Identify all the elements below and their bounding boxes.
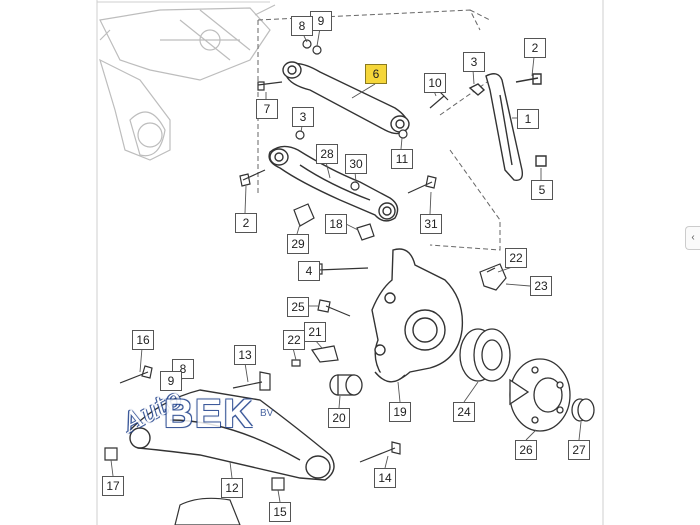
- callout-part-3: 3: [463, 52, 485, 72]
- wheel-knuckle: [371, 248, 464, 383]
- callout-part-3b: 3: [292, 107, 314, 127]
- curved-arm-fasteners: [239, 169, 437, 241]
- upper-arm-fasteners: [257, 39, 449, 140]
- logo-suffix-text: BV: [260, 408, 274, 419]
- callout-part-24: 24: [453, 402, 475, 422]
- lower-fasteners: [104, 263, 507, 525]
- callout-part-23: 23: [530, 276, 552, 296]
- callout-part-31: 31: [420, 214, 442, 234]
- callout-part-29: 29: [287, 234, 309, 254]
- side-panel-toggle[interactable]: ‹: [685, 226, 700, 250]
- callout-part-2b: 2: [235, 213, 257, 233]
- callout-part-13: 13: [234, 345, 256, 365]
- callout-part-21: 21: [304, 322, 326, 342]
- callout-part-25: 25: [287, 297, 309, 317]
- callout-part-17: 17: [102, 476, 124, 496]
- callout-part-27: 27: [568, 440, 590, 460]
- callout-part-22: 22: [505, 248, 527, 268]
- callout-part-28: 28: [316, 144, 338, 164]
- callout-part-9b: 9: [160, 371, 182, 391]
- callout-part-20: 20: [328, 408, 350, 428]
- callout-part-6: 6: [365, 64, 387, 84]
- callout-part-1: 1: [517, 109, 539, 129]
- curved-control-arm: [268, 145, 399, 222]
- callout-part-11: 11: [391, 149, 413, 169]
- vertical-strut: [468, 73, 547, 181]
- callout-part-9: 9: [310, 11, 332, 31]
- upper-link-arm: [282, 61, 410, 135]
- wheel-hub: [509, 358, 571, 432]
- callout-part-14: 14: [374, 468, 396, 488]
- callout-part-19: 19: [389, 402, 411, 422]
- chevron-left-icon: ‹: [691, 232, 695, 243]
- diagram-frame: [96, 0, 604, 525]
- callout-part-26: 26: [515, 440, 537, 460]
- callout-part-8: 8: [291, 16, 313, 36]
- dashed-group-outline: [257, 9, 501, 251]
- callout-part-22b: 22: [283, 330, 305, 350]
- wheel-bearing: [459, 328, 511, 382]
- callout-part-15: 15: [269, 502, 291, 522]
- watermark-logo: Auto BEK BV: [118, 383, 308, 446]
- callout-part-18: 18: [325, 214, 347, 234]
- callout-part-12: 12: [221, 478, 243, 498]
- lower-control-arm: [129, 389, 335, 481]
- callout-part-30: 30: [345, 154, 367, 174]
- hub-nut: [571, 398, 595, 422]
- callout-part-16: 16: [132, 330, 154, 350]
- callout-part-4: 4: [298, 261, 320, 281]
- callout-part-2: 2: [524, 38, 546, 58]
- callout-part-5: 5: [531, 180, 553, 200]
- logo-word-text: BEK: [164, 392, 255, 436]
- bushing: [329, 374, 363, 396]
- subframe-drawing: [99, 4, 276, 161]
- callout-part-7: 7: [256, 99, 278, 119]
- callout-part-10: 10: [424, 73, 446, 93]
